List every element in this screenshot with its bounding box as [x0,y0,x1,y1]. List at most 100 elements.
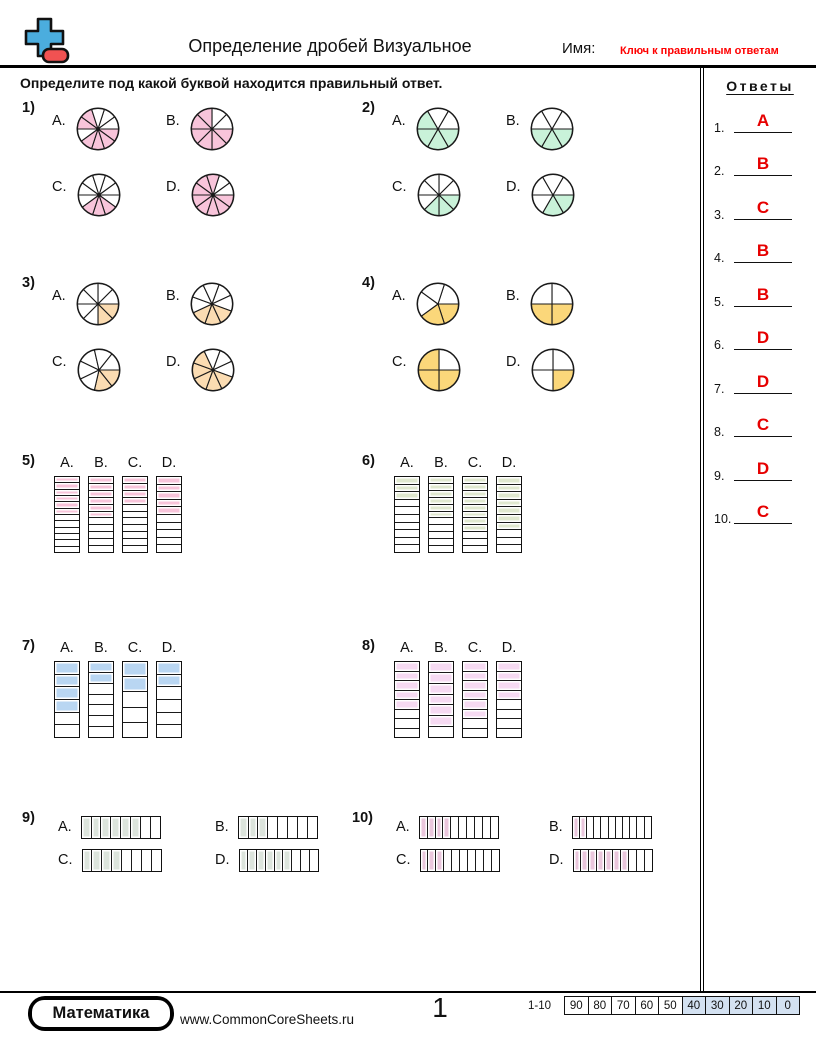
answer-letter: B [756,241,770,260]
fraction-bar [122,661,148,738]
fraction-bar [394,476,420,553]
fraction-bar [394,661,420,738]
bar-cell [55,501,79,508]
bar-cell [157,506,181,514]
fraction-bar [428,661,454,738]
strip-cell [282,850,292,871]
bar-cell [395,521,419,530]
option-letter: B. [434,640,448,656]
bar-cell [123,482,147,490]
answer-blank-line [734,175,792,176]
bar-cell [497,498,521,507]
answer-item: 6.D [704,313,816,357]
bar-cell [395,491,419,499]
strip-cell [419,817,427,838]
bar-cell [157,521,181,530]
answer-letter: D [756,458,770,478]
answer-item: 7.D [704,356,816,400]
fraction-pie [416,172,462,223]
fraction-pie [76,172,122,223]
answer-option: B. [506,281,575,332]
fraction-pie [76,347,122,398]
option-letter: C. [392,354,407,370]
bar-cell [395,477,419,484]
answer-option: B. [215,816,318,839]
footer-divider [0,991,816,994]
answer-blank-line [734,523,792,524]
answer-item: 8.C [704,400,816,444]
answer-option: C. [58,849,162,872]
fraction-strip [238,849,319,872]
bar-cell [497,708,521,719]
bar-cell [395,662,419,671]
bar-cell [395,498,419,507]
bar-cell [429,726,453,737]
bar-cell [157,498,181,507]
option-letter: A. [52,288,66,304]
fraction-bar [462,476,488,553]
bar-cell [497,529,521,537]
bar-cell [463,718,487,728]
strip-cell [614,817,622,838]
option-letter: B. [94,640,108,656]
bar-cell [395,680,419,690]
bar-cell [497,477,521,484]
bar-cell [89,538,113,545]
bar-cell [463,510,487,518]
fraction-pie [189,281,235,332]
answer-option: B. [166,281,235,332]
strip-cell [420,850,428,871]
fraction-strip [418,816,499,839]
fraction-bar [156,476,182,553]
name-label: Имя: [562,40,596,57]
bar-cell [123,538,147,545]
score-cell: 10 [752,996,777,1015]
bar-cell [55,539,79,545]
strip-cell [580,850,589,871]
option-letter: C. [52,179,67,195]
strip-cell [596,850,605,871]
option-letter: C. [58,852,73,868]
question-block: 6)A.B.C.D. [362,453,562,563]
bar-cell [55,477,79,483]
option-letter: C. [396,852,411,868]
answer-option: D. [506,347,576,398]
strip-cell [277,817,287,838]
answer-option: B. [506,106,575,157]
bar-cell [123,477,147,483]
bar-cell [463,680,487,690]
bar-cell [429,496,453,504]
answer-item: 1.A [704,95,816,139]
answer-option: C. [462,640,488,738]
bar-cell [157,491,181,499]
bar-cell [55,545,79,552]
answer-letter: B [756,154,770,173]
bar-cell [123,676,147,692]
bar-cell [497,521,521,530]
strip-cell [593,817,600,838]
bar-cell [463,489,487,497]
fraction-strip [237,816,318,839]
question-number: 10) [352,810,373,826]
bar-cell [429,482,453,490]
strip-cell [572,817,579,838]
answer-option: D. [496,455,522,553]
strip-cell [636,817,643,838]
score-cell: 80 [587,996,612,1015]
answer-option: D. [156,455,182,553]
answer-blank-line [734,392,792,394]
answer-option: A. [54,455,80,553]
score-cell: 40 [681,996,706,1015]
question-number: 1) [22,100,35,116]
fraction-strip [572,849,653,872]
bar-cell [463,503,487,511]
bar-cell [497,513,521,522]
strip-cell [120,817,131,838]
bar-cell [123,517,147,524]
answer-item: 9.D [704,443,816,487]
bar-cell [157,477,181,484]
option-letter: D. [215,852,230,868]
answer-number: 7. [714,381,725,396]
